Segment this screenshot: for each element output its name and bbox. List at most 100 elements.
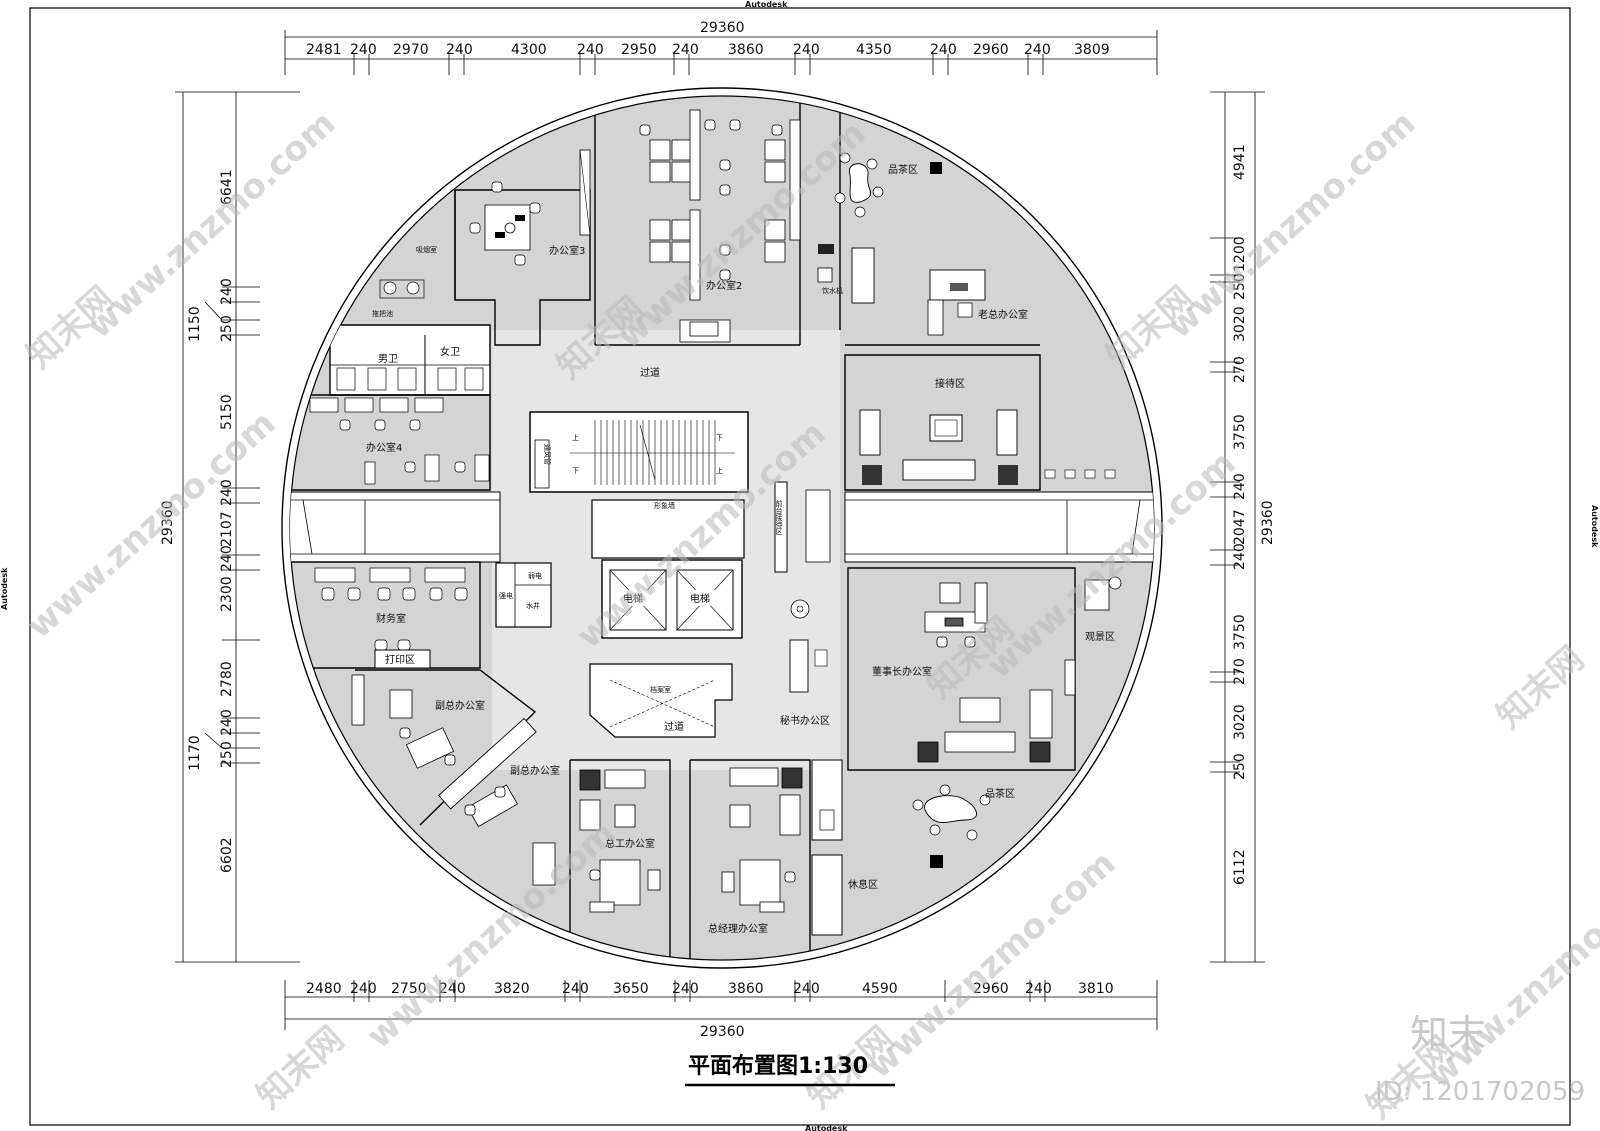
svg-text:250: 250 (1232, 273, 1248, 300)
office4-label: 办公室4 (366, 441, 402, 454)
vice-office-2-furniture (464, 784, 556, 886)
reception-area-label: 接待区 (935, 377, 965, 390)
partition-office2 (789, 119, 801, 241)
left-overall-dimension: 29360 (160, 500, 176, 545)
stair-down-label-1: 下 (716, 434, 723, 442)
vice-office-1-furniture (389, 689, 456, 769)
horizontal-void-band (290, 491, 501, 563)
office4-walls (290, 394, 491, 491)
autodesk-label-left: Autodesk (0, 567, 9, 610)
stair-up-label-1: 上 (572, 433, 579, 442)
svg-text:2970: 2970 (393, 42, 429, 58)
chairman-office-walls (847, 567, 1076, 771)
top-dimension-labels: 2481 240 2970 240 4300 240 2950 240 3860… (306, 42, 1110, 58)
office2-label: 办公室2 (706, 279, 742, 292)
tea-area-top-label: 品茶区 (888, 163, 918, 176)
svg-text:3020: 3020 (1232, 704, 1248, 740)
weak-current-label: 弱电 (528, 571, 542, 580)
svg-text:3860: 3860 (728, 42, 764, 58)
print-area-label: 打印区 (385, 653, 415, 666)
strong-current-label: 强电 (499, 591, 513, 600)
svg-text:2750: 2750 (391, 981, 427, 997)
image-wall-box (591, 499, 745, 559)
svg-text:3820: 3820 (494, 981, 530, 997)
left-dimension-labels: 6641 240 1150 250 5150 240 2107 240 2300… (187, 169, 235, 873)
reception-walls (844, 354, 1041, 491)
bottom-overall-dimension: 29360 (700, 1024, 745, 1040)
svg-text:2960: 2960 (973, 42, 1009, 58)
image-id: ID: 1201702059 (1375, 1077, 1585, 1107)
front-desk-table (805, 489, 831, 563)
svg-text:240: 240 (350, 981, 377, 997)
svg-text:3750: 3750 (1232, 414, 1248, 450)
svg-text:4350: 4350 (856, 42, 892, 58)
svg-text:www.znzmo.com: www.znzmo.com (79, 103, 343, 346)
svg-text:2300: 2300 (219, 576, 235, 612)
svg-text:www.znzmo.com: www.znzmo.com (1159, 103, 1423, 346)
secretary-area-label: 秘书办公区 (780, 714, 830, 727)
chief-engineer-furniture (579, 769, 661, 913)
autodesk-label-top: Autodesk (745, 0, 788, 9)
svg-text:3810: 3810 (1078, 981, 1114, 997)
image-wall-label: 形象墙 (654, 501, 675, 510)
svg-text:240: 240 (219, 709, 235, 736)
svg-text:270: 270 (1232, 658, 1248, 685)
svg-text:240: 240 (577, 42, 604, 58)
autodesk-label-right: Autodesk (1590, 505, 1599, 548)
stair-treads (570, 420, 735, 485)
svg-text:4941: 4941 (1232, 144, 1248, 180)
front-desk-counter (774, 481, 788, 573)
svg-text:3860: 3860 (728, 981, 764, 997)
view-area-label: 观景区 (1085, 631, 1115, 643)
tea-area-bottom-label: 品茶区 (985, 787, 1015, 800)
svg-text:www.znzmo.com: www.znzmo.com (19, 403, 283, 646)
right-dimensions (1210, 91, 1265, 963)
svg-text:4300: 4300 (511, 42, 547, 58)
svg-text:240: 240 (219, 278, 235, 305)
svg-text:3809: 3809 (1074, 42, 1110, 58)
svg-text:240: 240 (930, 42, 957, 58)
vice-divider-shelf (437, 717, 537, 810)
svg-text:知末网: 知末网 (249, 1019, 352, 1117)
mens-toilet-label: 男卫 (378, 353, 398, 365)
svg-text:www.znzmo.com: www.znzmo.com (1419, 853, 1600, 1096)
svg-text:2480: 2480 (306, 981, 342, 997)
svg-text:2960: 2960 (973, 981, 1009, 997)
gm-office-label: 总经理办公室 (708, 922, 768, 935)
right-dimension-labels: 4941 1200 250 3020 270 3750 240 2047 240… (1232, 144, 1248, 885)
water-well-label: 水井 (526, 601, 540, 610)
shaft-block (495, 562, 552, 628)
svg-text:240: 240 (446, 42, 473, 58)
gm-office-furniture (721, 767, 803, 913)
smoking-room-label: 吸烟室 (416, 245, 437, 254)
svg-text:1170: 1170 (187, 735, 203, 771)
interior: 通风管 上 下 下 上 形象墙 电梯 电梯 档案室 弱电 强电 水井 前台接 (290, 100, 1154, 960)
svg-text:240: 240 (439, 981, 466, 997)
svg-text:240: 240 (672, 981, 699, 997)
bottom-dimensions (284, 980, 1158, 1030)
vent-shaft-label: 通风管 (543, 444, 552, 465)
tea-table-top (848, 163, 871, 203)
corridor-top-label: 过道 (640, 366, 660, 379)
right-overall-dimension: 29360 (1260, 500, 1276, 545)
finance-desks (314, 567, 468, 651)
svg-text:240: 240 (793, 981, 820, 997)
svg-text:6641: 6641 (219, 169, 235, 205)
svg-text:250: 250 (219, 315, 235, 342)
elevator-label-2: 电梯 (690, 592, 710, 605)
plant-icon (790, 599, 810, 619)
vice-office-2-label: 副总办公室 (510, 764, 560, 777)
svg-text:250: 250 (1232, 753, 1248, 780)
front-desk-label: 前台接待区 (775, 499, 783, 535)
horizontal-void-band-right (844, 491, 1154, 563)
top-dimensions (284, 30, 1158, 75)
svg-text:240: 240 (350, 42, 377, 58)
svg-text:240: 240 (219, 545, 235, 572)
rest-area-label: 休息区 (848, 878, 878, 891)
rest-area-strip (811, 854, 843, 936)
svg-text:240: 240 (1232, 543, 1248, 570)
mop-pool-label: 拖把池 (372, 309, 393, 318)
stair-core (529, 411, 749, 493)
svg-text:2107: 2107 (219, 511, 235, 547)
archive-room-outline (589, 663, 733, 738)
